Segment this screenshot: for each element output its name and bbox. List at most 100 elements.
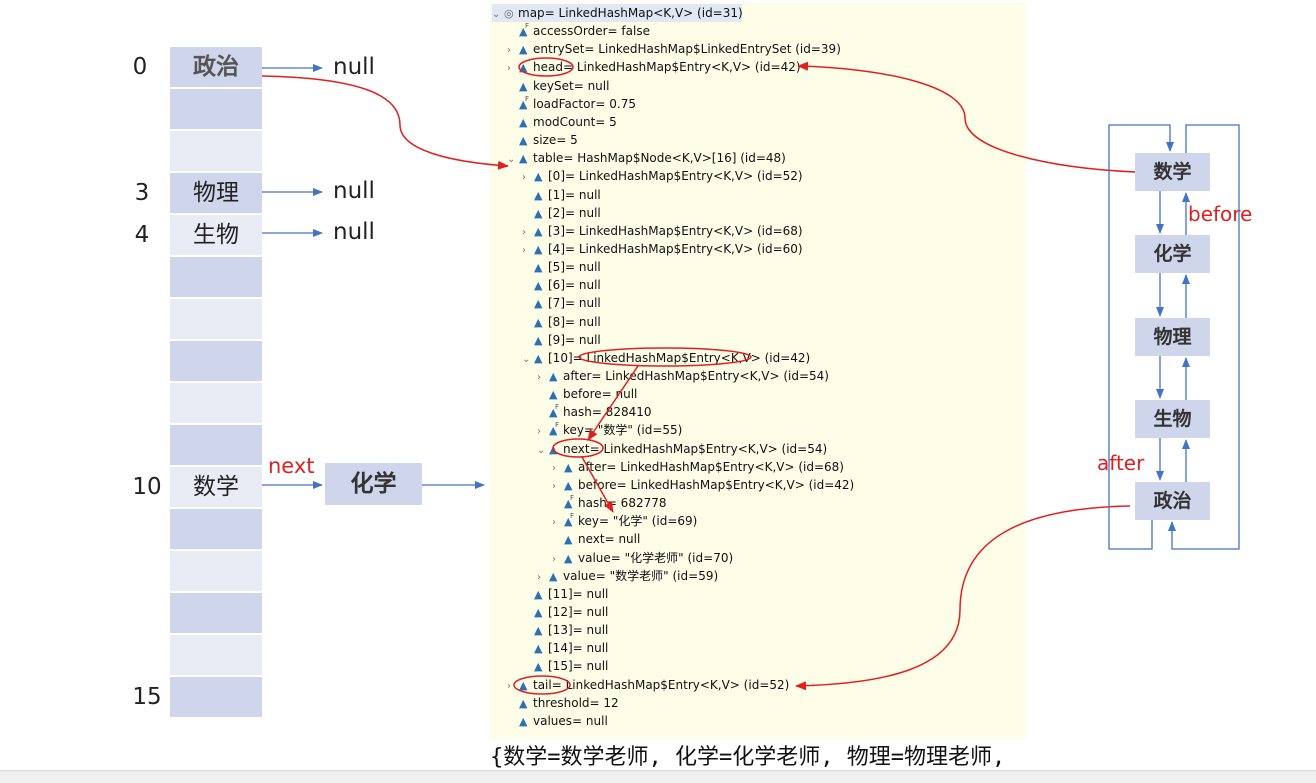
tree-row[interactable]: ▲values= null [507,712,608,730]
tree-row[interactable]: ▲[13]= null [522,621,608,639]
tree-row-label: [6]= null [548,278,601,293]
chevron-down-icon[interactable]: ⌄ [507,154,516,166]
tree-row[interactable]: ›▲entrySet= LinkedHashMap$LinkedEntrySet… [507,40,841,58]
index-label-3: 3 [134,180,150,206]
tree-row-label: [8]= null [548,314,601,329]
bucket-6 [170,299,262,339]
tree-row-label: [5]= null [548,260,601,275]
field-icon: ▲ [534,642,543,656]
tree-row[interactable]: ▲modCount= 5 [507,113,617,131]
linked-node-1: 数学 [1135,153,1210,191]
chevron-down-icon[interactable]: ⌄ [537,444,546,456]
tree-row[interactable]: ⌄▲ table= HashMap$Node<K,V>[16] (id=48) [507,149,786,167]
tree-row[interactable]: ▲[1]= null [522,186,601,204]
bucket-12 [170,551,262,591]
tree-row[interactable]: ▲before= null [537,385,637,403]
field-icon: ▲ [534,206,543,220]
tree-row[interactable]: ▲[9]= null [522,331,601,349]
chevron-right-icon[interactable]: › [522,244,526,256]
field-icon: ▲ [549,388,558,402]
tree-row-label: value= "化学老师" (id=70) [578,550,734,565]
tree-row-label: [10]= LinkedHashMap$Entry<K,V> (id=42) [548,350,811,365]
field-icon: ▲ [534,587,543,601]
tree-row-label: loadFactor= 0.75 [533,96,636,111]
tree-row[interactable]: ▲[7]= null [522,294,601,312]
tree-row[interactable]: ⌄◎map= LinkedHashMap<K,V> (id=31) [492,4,743,22]
tree-row[interactable]: ▲[5]= null [522,258,601,276]
tree-row-label: size= 5 [533,133,578,148]
tree-row[interactable]: ▲[2]= null [522,204,601,222]
field-icon: ▲ [534,315,543,329]
bucket-3: 物理 [170,173,262,213]
tree-row[interactable]: ›▲[0]= LinkedHashMap$Entry<K,V> (id=52) [522,167,803,185]
tree-row-label: table= HashMap$Node<K,V>[16] (id=48) [533,151,786,166]
tree-row[interactable]: ›▲value= "数学老师" (id=59) [537,567,718,585]
tree-row-label: [11]= null [548,586,609,601]
chevron-right-icon[interactable]: › [507,63,511,75]
tree-row[interactable]: ⌄▲[10]= LinkedHashMap$Entry<K,V> (id=42) [522,349,810,367]
chevron-right-icon[interactable]: › [537,372,541,383]
tree-row-label: [4]= LinkedHashMap$Entry<K,V> (id=60) [548,241,803,256]
tree-row-label: after= LinkedHashMap$Entry<K,V> (id=68) [578,459,844,474]
tree-row[interactable]: › ▲ tail= LinkedHashMap$Entry<K,V> (id=52) [507,676,789,694]
tree-row-label: [13]= null [548,623,609,638]
bucket-4: 生物 [170,215,262,255]
field-icon: ▲ [519,134,528,148]
chevron-right-icon[interactable]: › [537,571,541,583]
chevron-right-icon[interactable]: › [552,553,556,565]
tree-row[interactable]: ›▲before= LinkedHashMap$Entry<K,V> (id=4… [552,476,854,494]
tree-row[interactable]: ▲ [8]= null [522,313,601,331]
detail-pane-text: {数学=数学老师, 化学=化学老师, 物理=物理老师, [490,745,1006,770]
tree-row-label: map= LinkedHashMap<K,V> (id=31) [518,6,743,20]
chevron-down-icon[interactable]: ⌄ [522,353,531,365]
chevron-right-icon[interactable]: › [522,172,526,184]
tree-row[interactable]: ▲[14]= null [522,639,608,657]
tree-row-label: next= null [578,532,641,547]
tree-row[interactable]: ▲ [11]= null [522,585,608,603]
chevron-right-icon[interactable]: › [537,426,541,438]
chevron-right-icon[interactable]: › [552,480,556,492]
highlight-bucket10 [578,347,752,367]
tree-row[interactable]: ▲[12]= null [522,603,608,621]
chevron-right-icon[interactable]: › [522,226,526,238]
tree-row-label: tail= LinkedHashMap$Entry<K,V> (id=52) [533,677,790,692]
tree-row-label: value= "数学老师" (id=59) [563,568,719,583]
tree-row[interactable]: ▲[6]= null [522,276,601,294]
tree-row[interactable]: ›▲head= LinkedHashMap$Entry<K,V> (id=42) [507,58,801,76]
tree-row[interactable]: ▲threshold= 12 [507,694,619,712]
bucket-0-key: 政治 [193,54,239,80]
bucket-8 [170,383,262,423]
field-icon: ▲ [519,714,528,728]
tree-row[interactable]: ▲ next= null [552,530,640,548]
chevron-down-icon[interactable]: ⌄ [492,9,501,20]
bucket-11 [170,509,262,549]
field-icon: ▲ [519,678,528,692]
chevron-right-icon[interactable]: › [507,680,511,692]
tree-row[interactable]: ›▲[3]= LinkedHashMap$Entry<K,V> (id=68) [522,222,803,240]
tree-row[interactable]: ›▲after= LinkedHashMap$Entry<K,V> (id=68… [552,458,844,476]
tree-row[interactable]: ▲keySet= null [507,77,609,95]
chevron-right-icon[interactable]: › [552,462,556,474]
tree-row-label: threshold= 12 [533,695,619,710]
tree-row-label: [9]= null [548,332,601,347]
chevron-right-icon[interactable]: › [507,45,511,57]
tree-row[interactable]: › ▲ [4]= LinkedHashMap$Entry<K,V> (id=60) [522,240,803,258]
field-icon: ▲ [519,152,528,166]
field-icon: ▲ [564,533,573,547]
chevron-right-icon[interactable]: › [552,517,556,529]
index-label-10: 10 [132,474,162,500]
linked-node-5: 政治 [1135,482,1210,520]
tree-row[interactable]: ›▲value= "化学老师" (id=70) [552,549,733,567]
curve-head-to-table [261,75,509,170]
bucket-10-key: 数学 [193,474,239,500]
final-field-icon: ▲F [549,421,560,438]
tree-row[interactable]: ▲ size= 5 [507,131,578,149]
field-icon: ▲ [534,242,543,256]
tree-row-label: [15]= null [548,659,609,674]
tree-row[interactable]: ▲[15]= null [522,657,608,675]
